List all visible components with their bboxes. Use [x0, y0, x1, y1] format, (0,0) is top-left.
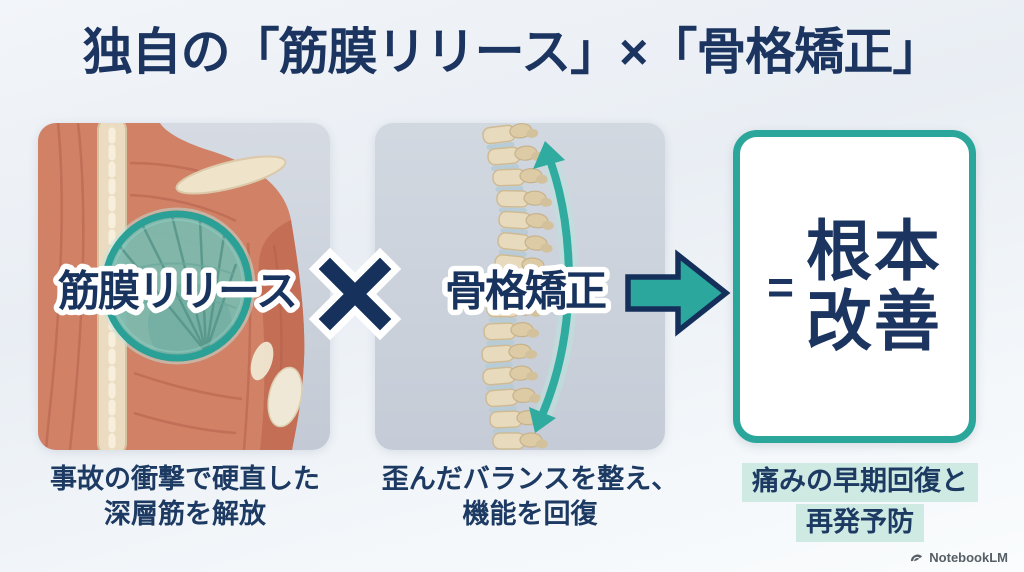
equals-sign: =: [767, 260, 794, 313]
skeletal-caption-line1: 歪んだバランスを整え、: [381, 464, 679, 494]
multiply-x-icon: [308, 247, 402, 341]
fascia-panel: [38, 123, 330, 450]
notebooklm-logo-icon: [911, 554, 923, 562]
highlight-circle-ring: [101, 210, 253, 362]
result-box: = 根本 改善: [733, 130, 976, 443]
result-caption-line2: 再発予防: [796, 503, 924, 543]
fascia-caption-line1: 事故の衝撃で硬直した: [50, 464, 320, 494]
result-caption: 痛みの早期回復と 再発予防: [705, 462, 1015, 543]
skeletal-label: 骨格矯正: [445, 268, 606, 315]
watermark-label: NotebookLM: [929, 550, 1008, 565]
fascia-caption: 事故の衝撃で硬直した 深層筋を解放: [30, 462, 340, 531]
spine-illustration: [375, 123, 665, 450]
skeletal-caption: 歪んだバランスを整え、 機能を回復: [365, 462, 695, 531]
result-text: 根本 改善: [805, 213, 942, 358]
watermark: NotebookLM: [909, 550, 1008, 565]
skeletal-panel: [375, 123, 665, 450]
arrow-right-icon: [625, 249, 731, 337]
highlight-circle-glow: [98, 207, 256, 365]
skeletal-caption-line2: 機能を回復: [462, 498, 598, 529]
result-line2: 改善: [805, 283, 942, 358]
result-caption-line1: 痛みの早期回復と: [742, 463, 978, 502]
fascia-label: 筋膜リリース: [58, 268, 296, 315]
result-line1: 根本: [805, 213, 942, 288]
fascia-caption-line2: 深層筋を解放: [104, 498, 266, 529]
skeletal-label-wrap: 骨格矯正: [439, 262, 613, 320]
page-title: 独自の「筋膜リリース」×「骨格矯正」: [82, 24, 943, 80]
alignment-arrow-icon: [529, 141, 578, 433]
back-muscles-illustration: [38, 123, 330, 450]
fascia-label-wrap: 筋膜リリース: [53, 262, 304, 320]
